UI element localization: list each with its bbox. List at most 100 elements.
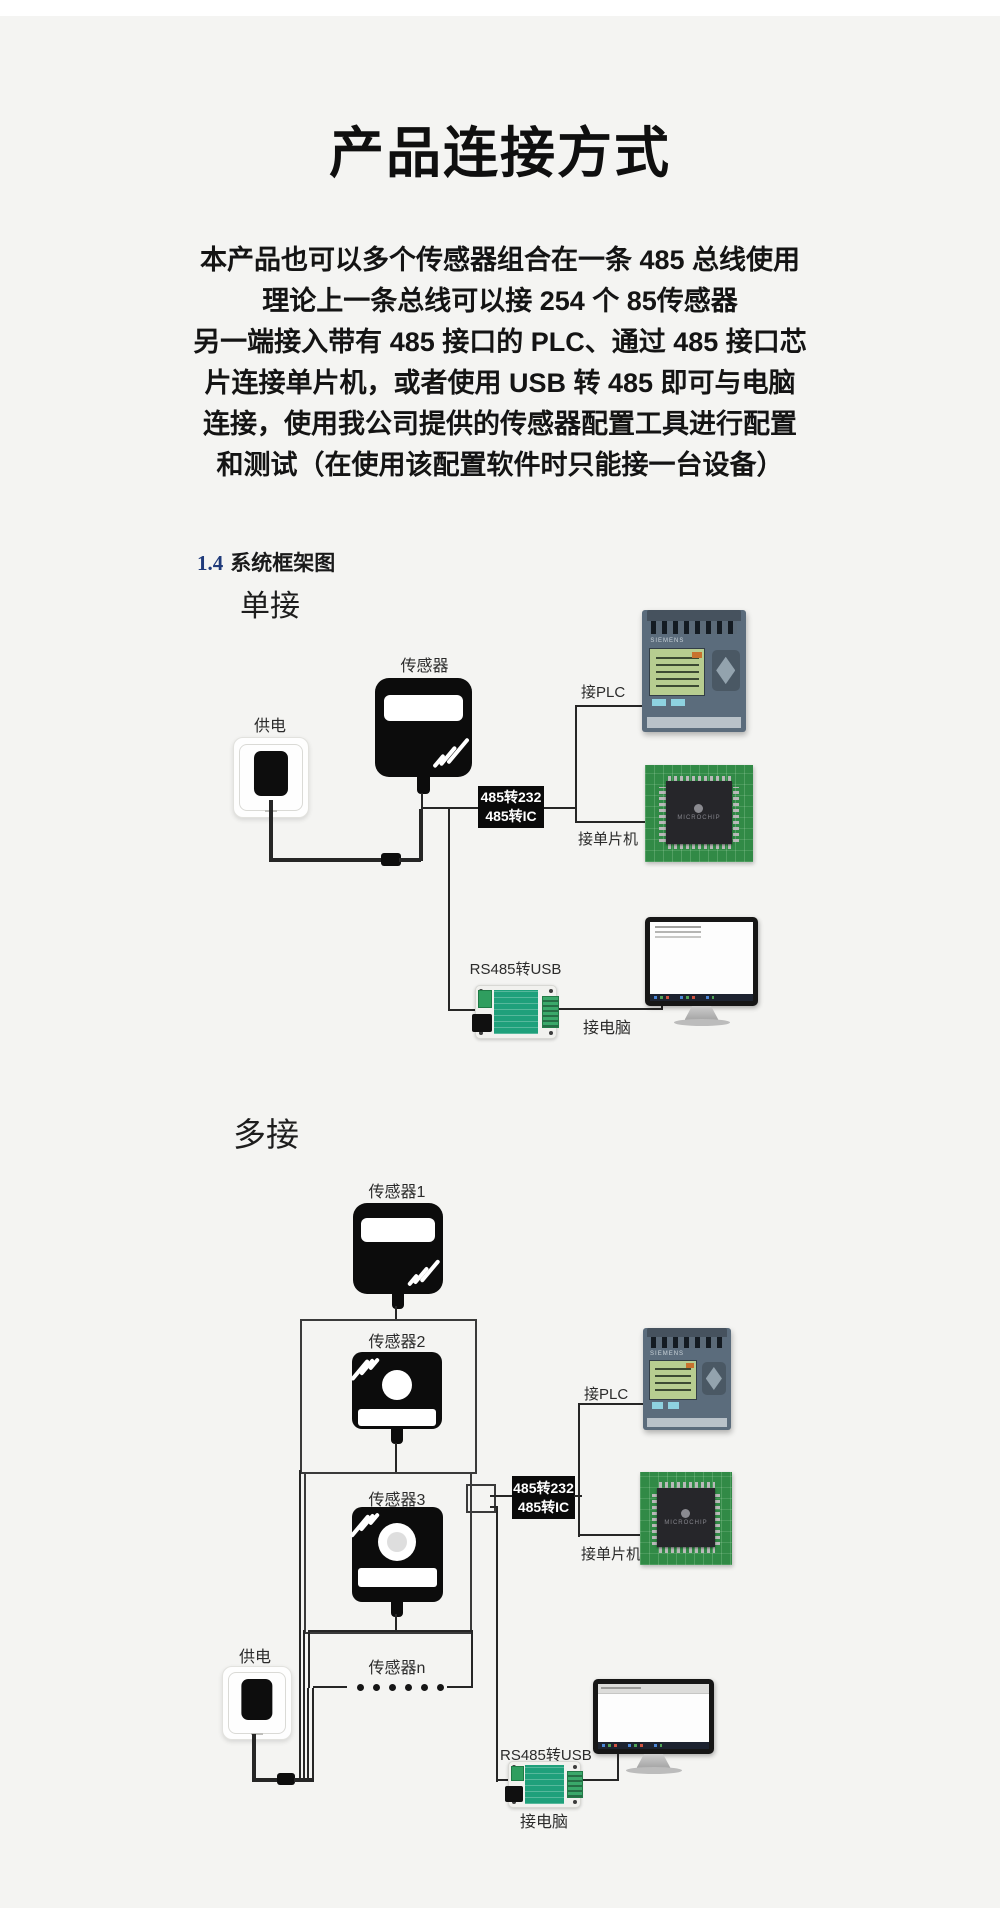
- bus-line: [307, 1688, 309, 1782]
- connector-line: [395, 1443, 397, 1473]
- rs485-usb-label: RS485转USB: [500, 1747, 592, 1764]
- plc-nav-pad: [701, 1361, 726, 1396]
- rs485-converter-box: 485转232 485转IC: [512, 1476, 575, 1519]
- converter-box-line1: 485转232: [513, 1479, 574, 1496]
- pc-monitor: [593, 1679, 714, 1774]
- page-title: 产品连接方式: [328, 122, 671, 184]
- power-cable: [252, 1778, 280, 1782]
- intro-line: 片连接单片机，或者使用 USB 转 485 即可与电脑: [204, 368, 796, 398]
- connector-line: [448, 809, 450, 1011]
- connector-line: [496, 1507, 498, 1782]
- monitor-stand: [684, 1006, 719, 1020]
- connector-line: [395, 1306, 397, 1321]
- sensor2-label: 传感器2: [368, 1334, 426, 1351]
- sensor1-device: [353, 1203, 443, 1309]
- bus-line: [471, 1630, 473, 1688]
- bus-line: [312, 1688, 314, 1782]
- connector-line: [661, 1004, 663, 1010]
- page-background: [0, 16, 1000, 1908]
- power-cable: [269, 800, 273, 862]
- intro-line: 连接，使用我公司提供的传感器配置工具进行配置: [203, 409, 797, 439]
- connector-line: [555, 1008, 663, 1010]
- converter-box-line2: 485转IC: [517, 1498, 570, 1515]
- connector-line: [490, 1506, 498, 1508]
- converter-box-line1: 485转232: [480, 789, 542, 805]
- power-outlet: [233, 737, 309, 818]
- bus-group-box: [304, 1472, 472, 1634]
- chip-logo-icon: [694, 804, 704, 814]
- connector-line: [577, 1779, 619, 1781]
- plc-terminals: [650, 1337, 724, 1349]
- mcu-label: 接单片机: [581, 1546, 642, 1563]
- ellipsis-dot: [373, 1684, 380, 1691]
- converter-pcb: [525, 1765, 565, 1804]
- section-heading: 1.4 系统框架图: [197, 547, 335, 577]
- sensor3-label: 传感器3: [368, 1492, 426, 1509]
- intro-line: 和测试（在使用该配置软件时只能接一台设备）: [216, 450, 784, 480]
- bus-line: [308, 1630, 473, 1632]
- plc-terminals: [651, 620, 737, 635]
- chip-brand: MICROCHIP: [677, 815, 721, 822]
- power-adapter: [253, 751, 289, 797]
- taskbar: [650, 994, 753, 1001]
- chip-logo-icon: [681, 1509, 691, 1519]
- connector-line: [496, 1779, 510, 1781]
- single-diagram-heading: 单接: [240, 590, 300, 623]
- monitor-base: [673, 1019, 730, 1026]
- sensor-lens: [382, 1370, 412, 1400]
- section-number: 1.4: [197, 551, 224, 575]
- converter-barrel-jack: [472, 1014, 492, 1032]
- taskbar: [598, 1742, 709, 1749]
- plc-brand: SIEMENS: [650, 638, 685, 645]
- power-outlet: [222, 1666, 292, 1740]
- converter-terminal-block: [542, 996, 560, 1028]
- converter-box-line2: 485转IC: [485, 808, 537, 824]
- plc-lcd: [649, 647, 706, 697]
- sensorn-label: 传感器n: [368, 1660, 426, 1677]
- rs485-usb-label: RS485转USB: [469, 961, 562, 978]
- power-label: 供电: [238, 1649, 271, 1666]
- sensor-display-window: [384, 695, 463, 721]
- connector-line: [448, 1009, 475, 1011]
- connector-line: [578, 1403, 643, 1405]
- plc-brand: SIEMENS: [650, 1351, 685, 1358]
- plc-label: 接PLC: [584, 1386, 629, 1403]
- pc-label: 接电脑: [583, 1020, 632, 1037]
- bus-line: [299, 1470, 301, 1782]
- pc-label: 接电脑: [519, 1814, 568, 1831]
- bus-tap-connector: [466, 1484, 496, 1513]
- connector-line: [575, 705, 643, 707]
- power-plug: [277, 1773, 295, 1785]
- plc-device: SIEMENS: [642, 610, 746, 732]
- pc-monitor: [645, 917, 758, 1026]
- sensor-device: [375, 678, 472, 794]
- intro-line: 另一端接入带有 485 接口的 PLC、通过 485 接口芯: [193, 327, 807, 357]
- intro-paragraph: 本产品也可以多个传感器组合在一条 485 总线使用 理论上一条总线可以接 254…: [0, 240, 1000, 486]
- converter-terminal-block: [567, 1771, 583, 1799]
- connector-line: [395, 1614, 397, 1632]
- monitor-screen: [598, 1684, 709, 1749]
- intro-line: 理论上一条总线可以接 254 个 85传感器: [262, 286, 738, 316]
- rs485-converter-box: 485转232 485转IC: [478, 786, 544, 828]
- connector-line: [578, 1404, 580, 1537]
- browser-header: [598, 1684, 709, 1694]
- connector-line: [617, 1754, 619, 1781]
- bus-line: [303, 1630, 305, 1782]
- connector-line: [575, 706, 577, 823]
- connector-line: [575, 821, 645, 823]
- bus-line: [308, 1630, 310, 1688]
- plc-lcd: [649, 1359, 697, 1401]
- power-adapter: [241, 1679, 273, 1721]
- section-title: 系统框架图: [230, 552, 336, 575]
- mcu-chip: MICROCHIP: [665, 781, 733, 844]
- ellipsis-dot: [421, 1684, 428, 1691]
- connector-line: [578, 1534, 642, 1536]
- bus-line: [313, 1686, 347, 1688]
- power-plug: [381, 853, 401, 866]
- connector-line: [490, 1495, 512, 1497]
- power-cable: [269, 858, 383, 862]
- ellipsis-dot: [357, 1684, 364, 1691]
- sensor-cable-connector: [417, 777, 430, 794]
- converter-pcb: [494, 989, 539, 1035]
